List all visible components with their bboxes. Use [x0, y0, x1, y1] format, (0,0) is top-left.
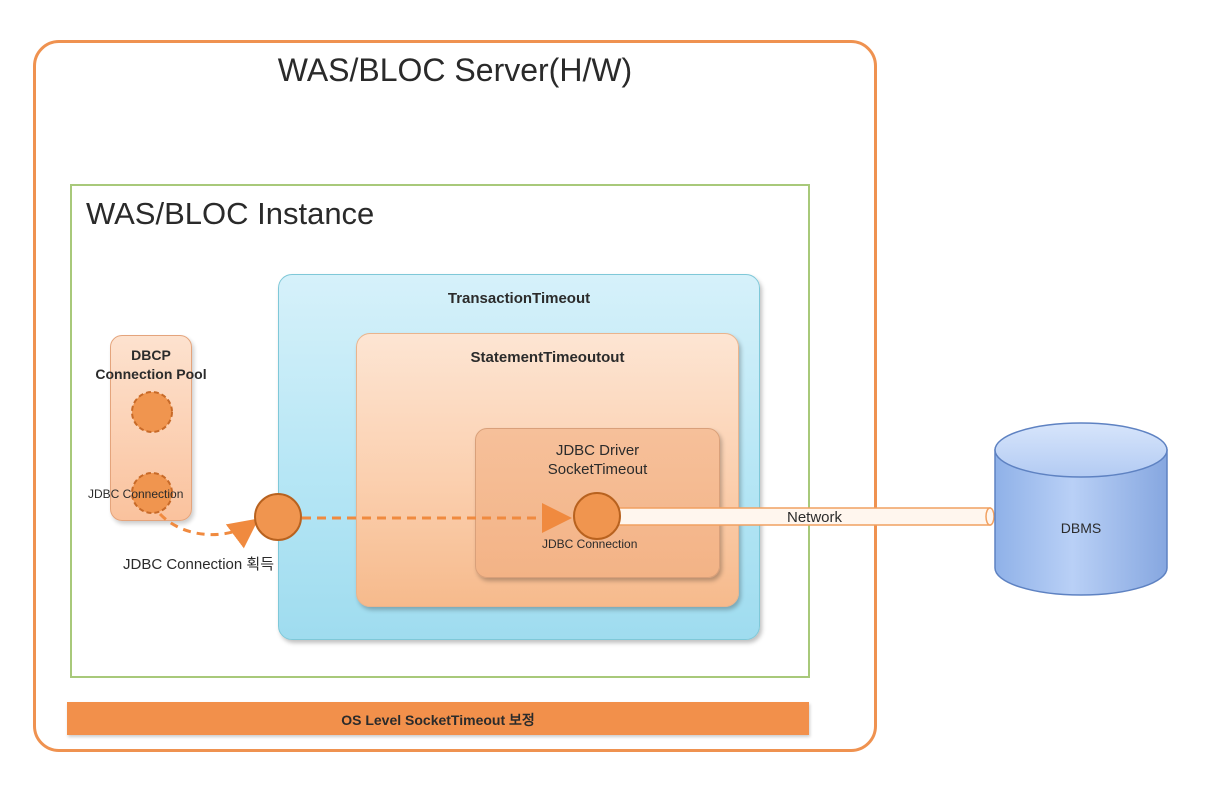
pool-connection-node-1 — [131, 391, 173, 433]
acquire-connection-label: JDBC Connection 획득 — [123, 556, 274, 573]
dbms-label: DBMS — [1060, 520, 1102, 536]
jdbc-driver-title: JDBC Driver SocketTimeout — [475, 441, 720, 479]
os-level-label: OS Level SocketTimeout 보정 — [341, 712, 535, 728]
os-level-bar — [67, 702, 809, 735]
jdbc-driver-title-line1: JDBC Driver — [555, 442, 640, 459]
server-title: WAS/BLOC Server(H/W) — [277, 52, 633, 88]
network-label: Network — [787, 509, 843, 526]
pool-connection-label: JDBC Connection — [88, 487, 184, 501]
instance-title: WAS/BLOC Instance — [86, 196, 375, 231]
transaction-timeout-title: TransactionTimeout — [447, 290, 591, 307]
acquired-connection-node — [254, 493, 302, 541]
dbms-cylinder — [994, 422, 1168, 596]
connection-pool-title: DBCP Connection Pool — [80, 346, 222, 384]
jdbc-driver-title-line2: SocketTimeout — [547, 461, 648, 478]
connection-pool-title-line1: DBCP — [131, 347, 171, 363]
connection-pool-title-line2: Connection Pool — [95, 366, 207, 382]
driver-connection-node — [573, 492, 621, 540]
driver-connection-label: JDBC Connection — [542, 537, 638, 551]
statement-timeout-title: StatementTimeoutout — [470, 349, 625, 366]
network-pipe-end — [985, 507, 995, 526]
pool-connection-node-2 — [131, 472, 173, 514]
acquire-arrow — [158, 512, 259, 549]
